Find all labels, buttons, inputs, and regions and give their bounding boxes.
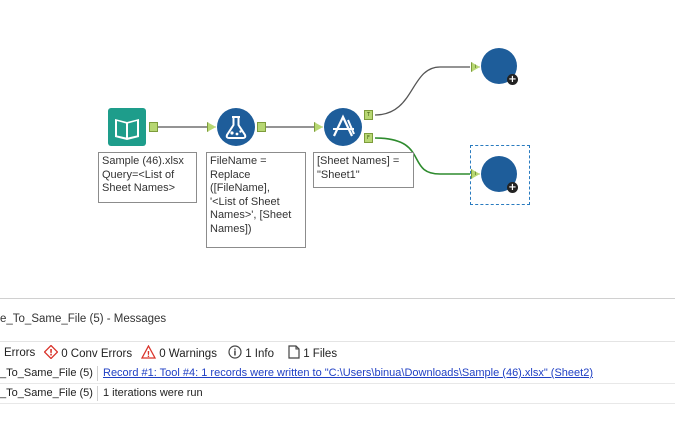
info-filter[interactable]: i 1 Info <box>228 345 274 361</box>
info-label: 1 Info <box>245 348 274 360</box>
message-row[interactable]: _To_Same_File (5) Record #1: Tool #4: 1 … <box>0 364 675 384</box>
conv-errors-filter[interactable]: ! 0 Conv Errors <box>43 344 133 361</box>
connection-wires <box>158 66 470 175</box>
wire-true-branch <box>374 66 470 116</box>
annotation-line: Names]) <box>210 222 252 235</box>
conv-errors-label: 0 Conv Errors <box>61 348 133 360</box>
message-row[interactable]: _To_Same_File (5) 1 iterations were run <box>0 384 675 404</box>
svg-text:i: i <box>234 349 237 359</box>
annotation-line: Sheet Names> <box>102 182 176 194</box>
selection-box <box>470 145 530 205</box>
errors-filter[interactable]: Errors <box>4 345 35 361</box>
column-divider <box>97 366 98 381</box>
filter-annotation: [Sheet Names] = "Sheet1" <box>313 152 414 188</box>
annotation-line: Replace <box>210 168 251 181</box>
filter-false-anchor[interactable]: F <box>364 133 373 143</box>
errors-label: Errors <box>4 347 36 359</box>
add-icon[interactable]: + <box>507 182 518 193</box>
column-divider <box>97 386 98 401</box>
annotation-line: Query=<List of <box>102 168 175 181</box>
message-source: _To_Same_File (5) <box>0 367 93 379</box>
annotation-line: '<List of Sheet <box>210 195 280 208</box>
conv-error-icon: ! <box>43 344 59 360</box>
svg-text:!: ! <box>49 349 53 359</box>
annotation-line: "Sheet1" <box>317 168 360 181</box>
messages-toolbar: Errors ! 0 Conv Errors ! 0 Warnings i 1 … <box>0 341 675 364</box>
svg-text:!: ! <box>147 350 151 359</box>
input-annotation: Sample (46).xlsx Query=<List of Sheet Na… <box>98 152 197 203</box>
flask-icon <box>217 108 255 146</box>
files-label: 1 Files <box>303 348 338 360</box>
message-source: _To_Same_File (5) <box>0 387 93 399</box>
wire-false-branch <box>374 137 470 175</box>
formula-output-anchor[interactable] <box>257 122 266 132</box>
input-output-anchor[interactable] <box>149 122 158 132</box>
filter-tool[interactable] <box>324 108 362 146</box>
book-icon <box>108 108 146 146</box>
workflow-canvas[interactable]: T F I + I + Sample (46).xlsx Query=<List… <box>0 0 675 298</box>
add-icon[interactable]: + <box>507 74 518 85</box>
file-icon <box>288 345 300 359</box>
files-filter[interactable]: 1 Files <box>288 345 337 361</box>
filter-true-anchor[interactable]: T <box>364 110 373 120</box>
input-data-tool[interactable] <box>108 108 146 146</box>
annotation-line: [Sheet Names] = <box>317 155 400 167</box>
filter-triangle-icon <box>324 108 362 146</box>
formula-tool[interactable] <box>217 108 255 146</box>
formula-annotation: FileName = Replace ([FileName], '<List o… <box>206 152 306 248</box>
annotation-line: Sample (46).xlsx <box>102 155 184 167</box>
warnings-filter[interactable]: ! 0 Warnings <box>140 344 217 361</box>
info-icon: i <box>228 345 242 359</box>
annotation-line: ([FileName], <box>210 182 270 194</box>
annotation-line: FileName = <box>210 155 267 167</box>
messages-title: e_To_Same_File (5) - Messages <box>0 313 167 325</box>
messages-panel: e_To_Same_File (5) - Messages Errors ! 0… <box>0 298 675 427</box>
warning-icon: ! <box>140 344 157 359</box>
message-text: 1 iterations were run <box>103 387 203 399</box>
warnings-label: 0 Warnings <box>159 348 217 360</box>
annotation-line: Names>', [Sheet <box>210 209 292 221</box>
message-link[interactable]: Record #1: Tool #4: 1 records were writt… <box>103 367 593 379</box>
